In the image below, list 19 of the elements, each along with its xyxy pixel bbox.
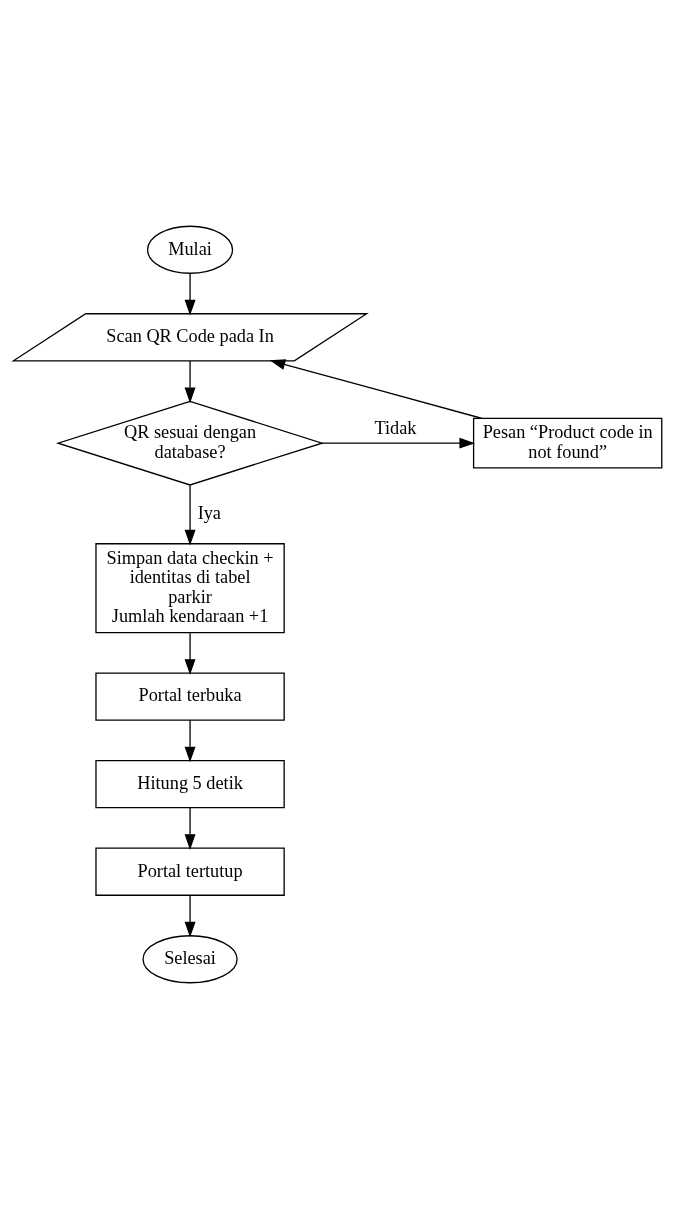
arrow: [184, 719, 196, 763]
arrow: [184, 894, 196, 938]
arrow: [184, 484, 196, 546]
node-box: Simpan data checkin + identitas di tabel parkir Jumlah kendaraan +1: [95, 543, 285, 634]
arrow: [321, 437, 476, 449]
arrow: [269, 359, 483, 419]
edge-label: Tidak: [374, 418, 417, 439]
arrow: [184, 360, 196, 404]
node-box: Portal terbuka: [95, 672, 285, 721]
node-box: Portal tertutup: [95, 847, 285, 896]
node-diamond: QR sesuai dengan database?: [55, 400, 325, 486]
node-box: Hitung 5 detik: [95, 760, 285, 809]
node-ellipse: Mulai: [146, 225, 234, 274]
arrow: [184, 272, 196, 316]
arrow: [184, 807, 196, 850]
node-ellipse: Selesai: [142, 935, 238, 984]
edge-label: Iya: [197, 503, 222, 524]
node-box: Pesan “Product code in not found”: [472, 417, 663, 469]
arrow: [184, 632, 196, 675]
